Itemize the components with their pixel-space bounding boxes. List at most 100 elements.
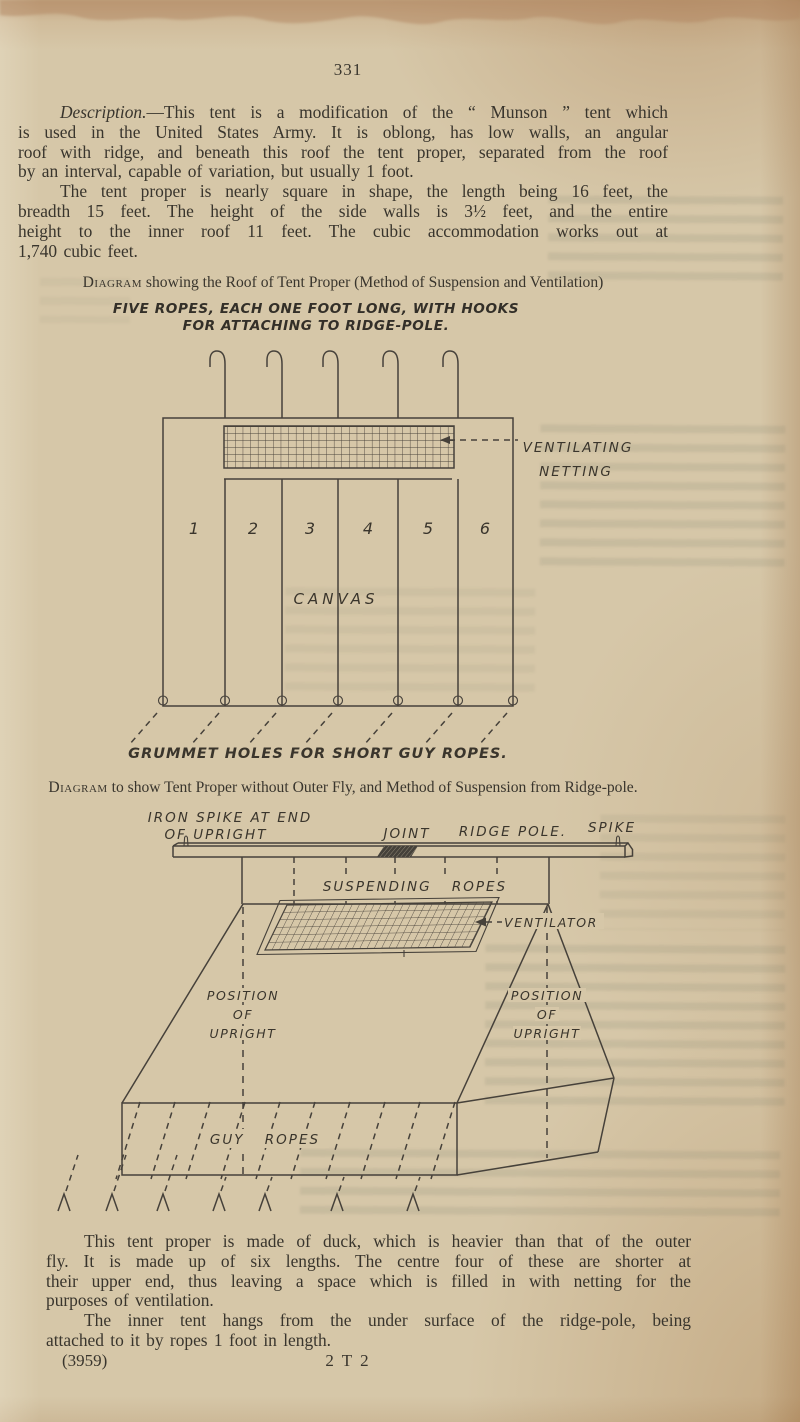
body-text-top: Description.—This tent is a modification… [18,102,668,261]
guy-ropes-label: GUY ROPES [210,1132,320,1148]
spike-label: SPIKE [588,820,636,836]
ridge-pole-end-face [624,841,634,858]
panel-number: 4 [363,519,373,538]
body-line: Description.—This tent is a modification… [60,102,668,122]
short-guy-rope-dash [128,712,158,746]
position-right-line2: OF [537,1007,557,1022]
signature-mark: 2 T 2 [325,1351,371,1370]
guy-rope-dash [414,1176,421,1192]
iron-spike-icon [183,835,189,847]
grummet-holes-label: GRUMMET HOLES FOR SHORT GUY ROPES. [128,746,508,762]
guy-rope-dash [360,1101,386,1180]
grummet-hole-icon [219,695,231,706]
panel-number: 3 [305,519,315,538]
guy-rope-dash [220,1176,227,1192]
body-line: is used in the United States Army. It is… [18,121,668,142]
page-top-stain [0,0,800,25]
stain-shape [0,0,800,25]
body-line: fly. It is made up of six lengths. The c… [46,1250,691,1271]
guy-rope-dash [150,1101,176,1180]
grummet-hole-icon [276,695,288,706]
body-line: purposes of ventilation. [46,1290,214,1311]
joint-hatch [377,846,418,857]
diagram1-subtitle-line1: FIVE ROPES, EACH ONE FOOT LONG, WITH HOO… [112,301,520,317]
tent-peg-icon [258,1191,272,1212]
iron-spike-icon [615,835,621,847]
guy-rope-dash [115,1101,141,1180]
paragraph-lead: Description. [60,102,147,122]
ventilator-label: VENTILATOR [504,915,598,930]
body-line: This tent proper is made of duck, which … [84,1231,691,1251]
arrow-icon [475,917,486,927]
short-guy-rope-dash [478,712,508,746]
guy-rope-dash [65,1154,79,1192]
body-text-bottom: This tent proper is made of duck, which … [46,1231,691,1351]
grummet-hole-icon [392,695,404,706]
short-guy-rope-dash [247,712,277,746]
guy-rope-dash [430,1101,456,1180]
iron-spike-label-line2: OF UPRIGHT [165,827,268,843]
guy-rope-dash [220,1101,246,1180]
body-line: their upper end, thus leaving a space wh… [46,1270,691,1291]
ventilator-grid [264,901,493,951]
diagram1-caption: Diagram showing the Roof of Tent Proper … [82,274,604,291]
guy-rope-dash [290,1101,316,1180]
netting-label: NETTING [539,464,613,480]
diagram-tent-suspension: IRON SPIKE AT END OF UPRIGHT JOINT RIDGE… [57,810,636,1212]
print-code: (3959) [62,1351,108,1370]
guy-rope-dash [255,1101,281,1180]
guy-rope-dash [266,1176,273,1192]
tent-roof-outline [162,417,514,707]
body-line: attached to it by ropes 1 foot in length… [46,1329,332,1350]
diagram2-caption: Diagram to show Tent Proper without Oute… [48,779,638,796]
body-line: 1,740 cubic feet. [18,240,138,261]
guy-rope-dash [338,1176,345,1192]
diagram-roof-of-tent: VENTILATING NETTING 1 2 3 4 5 6 CANVAS G… [128,350,634,762]
panel-number: 2 [248,519,258,538]
panel-number: 5 [423,519,433,538]
tent-peg-icon [330,1191,344,1212]
body-line: The tent proper is nearly square in shap… [60,181,668,202]
position-left-line2: OF [233,1007,253,1022]
body-line: breadth 15 feet. The height of the side … [18,200,668,221]
grummet-hole-icon [452,695,464,706]
panel-number: 6 [480,519,490,538]
guy-rope-dash [113,1154,127,1192]
ridge-pole-label: RIDGE POLE. [459,824,567,840]
position-right-line1: POSITION [511,988,583,1003]
body-line: The inner tent hangs from the under surf… [84,1310,691,1331]
rope-hook-icon [209,350,226,418]
short-guy-rope-dash [363,712,393,746]
tent-peg-icon [212,1191,226,1212]
tent-peg-icon [156,1191,170,1212]
tent-peg-icon [406,1191,420,1212]
tent-wall-band [121,1102,458,1176]
rope-hook-icon [322,350,339,418]
tent-peg-icon [57,1191,71,1212]
leader-arrow-icon [440,436,450,444]
diagram1-subtitle-line2: FOR ATTACHING TO RIDGE-POLE. [182,318,450,334]
position-left-line1: POSITION [207,988,279,1003]
rope-hook-icon [266,350,283,418]
ventilator-frame [256,896,500,956]
ventilating-netting-grid [223,425,455,469]
guy-rope-dash [164,1154,178,1192]
rope-hook-icon [382,350,399,418]
ventilating-label: VENTILATING [523,440,634,456]
iron-spike-label-line1: IRON SPIKE AT END [148,810,313,826]
suspending-ropes-label: SUSPENDING ROPES [323,879,507,895]
short-guy-rope-dash [423,712,453,746]
body-line: roof with ridge, and beneath this roof t… [18,141,668,162]
body-line: height to the inner roof 11 feet. The cu… [18,220,668,241]
joint-label: JOINT [381,826,431,842]
rope-hook-icon [442,350,459,418]
guy-rope-dash [325,1101,351,1180]
guy-rope-dash [185,1101,211,1180]
position-right-line3: UPRIGHT [514,1026,581,1041]
canvas-label: CANVAS [294,590,379,608]
body-line: by an interval, capable of variation, bu… [18,161,414,182]
grummet-hole-icon [332,695,344,706]
page-number: 331 [333,60,363,79]
guy-rope-dash [395,1101,421,1180]
